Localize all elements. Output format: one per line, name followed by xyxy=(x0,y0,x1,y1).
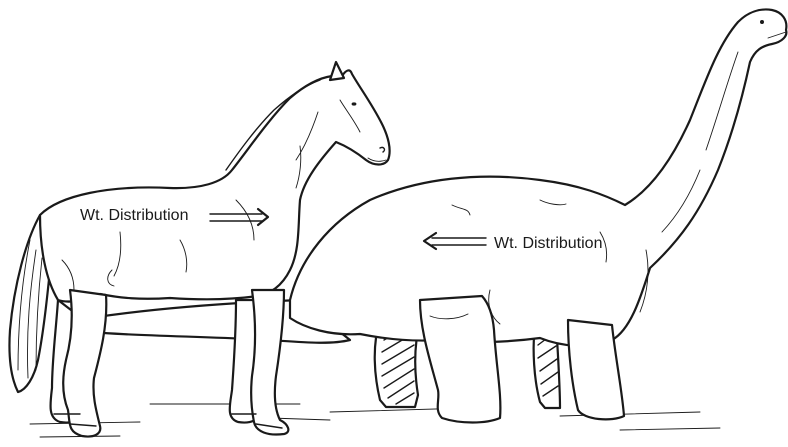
horse-ear xyxy=(330,62,344,80)
sauropod-near-hind-leg xyxy=(420,296,500,423)
sauropod-body xyxy=(290,10,786,346)
sauropod-eye xyxy=(760,20,764,24)
sauropod-weight-distribution-label: Wt. Distribution xyxy=(494,235,602,253)
horse-near-front-leg xyxy=(251,290,288,435)
horse-eye xyxy=(352,102,357,105)
horse-weight-distribution-label: Wt. Distribution xyxy=(80,207,188,225)
